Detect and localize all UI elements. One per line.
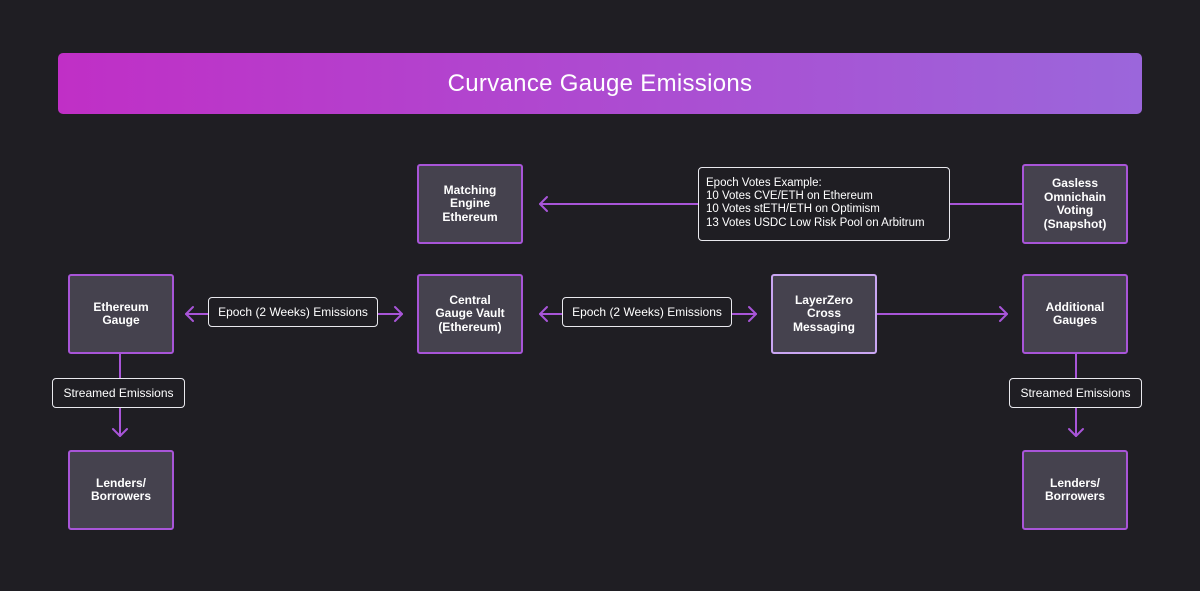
matching-engine-node: Matching Engine Ethereum xyxy=(417,164,523,244)
streamed-emissions-label-right: Streamed Emissions xyxy=(1009,378,1142,408)
votes-line: 10 Votes stETH/ETH on Optimism xyxy=(706,203,880,216)
votes-heading: Epoch Votes Example: xyxy=(706,177,822,189)
arrowhead-right-additional xyxy=(999,306,1008,322)
arrowhead-right-layerzero xyxy=(748,306,757,322)
arrowhead-down-left xyxy=(112,428,128,437)
lenders-borrowers-right-node: Lenders/ Borrowers xyxy=(1022,450,1128,530)
streamed-emissions-label-left: Streamed Emissions xyxy=(52,378,185,408)
arrowhead-left-vault xyxy=(539,306,548,322)
epoch-emissions-label-left: Epoch (2 Weeks) Emissions xyxy=(208,297,378,327)
gasless-voting-node: Gasless Omnichain Voting (Snapshot) xyxy=(1022,164,1128,244)
lenders-borrowers-left-node: Lenders/ Borrowers xyxy=(68,450,174,530)
epoch-emissions-label-right: Epoch (2 Weeks) Emissions xyxy=(562,297,732,327)
arrowhead-down-right xyxy=(1068,428,1084,437)
arrowhead-left-matching xyxy=(539,196,548,212)
arrowhead-right-vault xyxy=(394,306,403,322)
ethereum-gauge-node: Ethereum Gauge xyxy=(68,274,174,354)
votes-line: 13 Votes USDC Low Risk Pool on Arbitrum xyxy=(706,216,925,229)
votes-line: 10 Votes CVE/ETH on Ethereum xyxy=(706,190,873,203)
epoch-votes-example: Epoch Votes Example: 10 Votes CVE/ETH on… xyxy=(698,167,950,241)
layerzero-node: LayerZero Cross Messaging xyxy=(771,274,877,354)
additional-gauges-node: Additional Gauges xyxy=(1022,274,1128,354)
diagram-title: Curvance Gauge Emissions xyxy=(447,69,753,97)
title-banner: Curvance Gauge Emissions xyxy=(58,53,1142,114)
arrowhead-left-eth-gauge xyxy=(185,306,194,322)
central-gauge-vault-node: Central Gauge Vault (Ethereum) xyxy=(417,274,523,354)
